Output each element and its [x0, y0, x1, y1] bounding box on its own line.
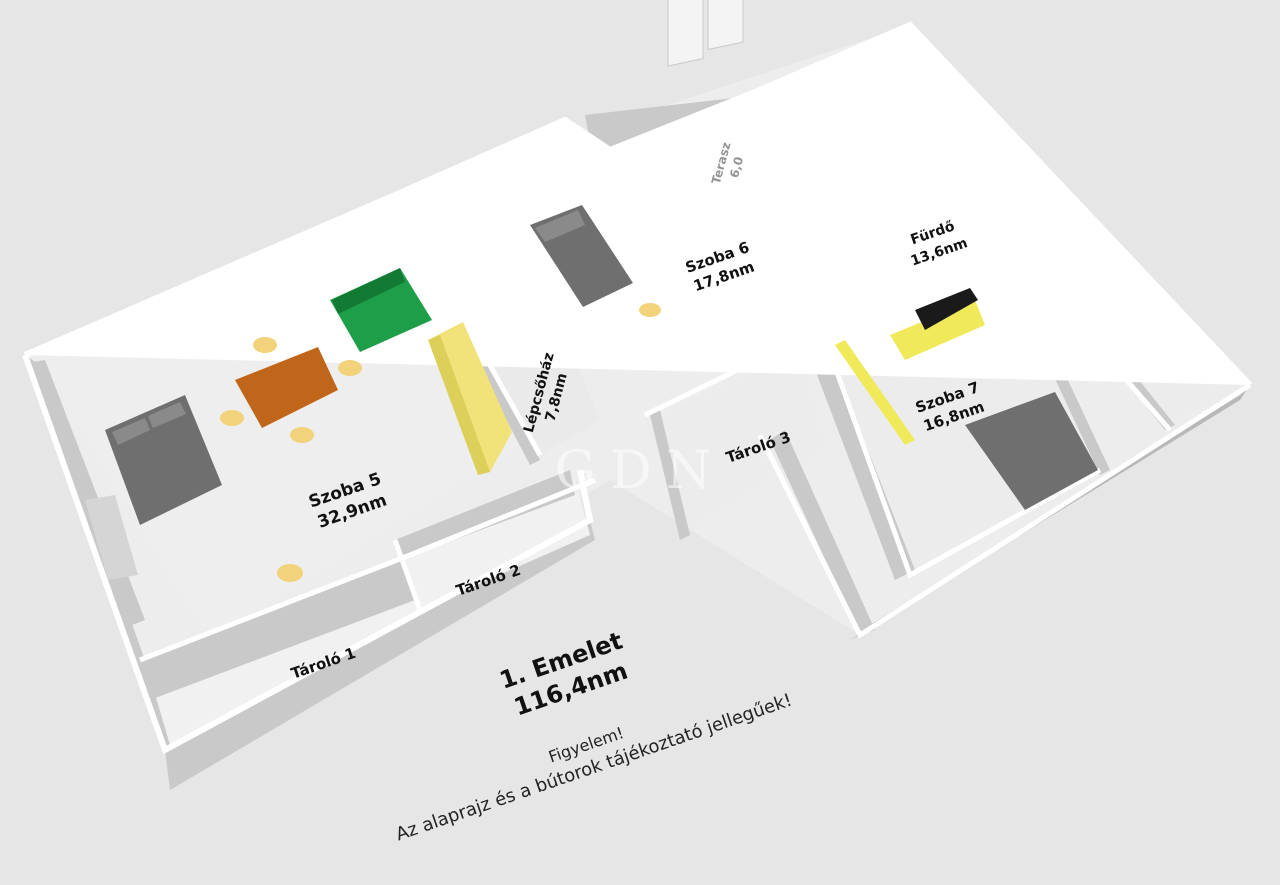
dining-table	[235, 347, 338, 428]
bed-szoba5	[105, 395, 222, 525]
terasz-door-right	[707, 0, 744, 51]
wardrobe	[428, 322, 512, 475]
room-tarolo2-floor	[400, 480, 590, 610]
room-tarolo3-rightwall	[770, 430, 875, 635]
room-szoba5-window	[85, 495, 138, 580]
chairs-szoba5	[220, 337, 362, 582]
watermark: GDN	[555, 441, 726, 501]
note-line2: Az alaprajz és a bútorok tájékoztató jel…	[393, 690, 795, 846]
chair-szoba6	[639, 303, 661, 317]
outer-wall-bottom-left	[165, 520, 595, 790]
room-tarolo3-wall	[650, 410, 690, 540]
room-tarolo3-floor	[645, 350, 830, 530]
room-szoba7-leftwall	[800, 328, 915, 580]
bed-szoba6	[530, 205, 633, 307]
sofa	[330, 268, 432, 352]
room-tarolo2-wall	[395, 470, 575, 560]
room-tarolo1-wall	[140, 555, 415, 700]
tv-szoba7	[915, 288, 978, 330]
bed-szoba7	[965, 392, 1098, 510]
wall-tops	[22, 21, 1253, 755]
label-terasz-area: 6,0	[727, 155, 746, 179]
desk-szoba7	[890, 300, 985, 360]
terasz-door-left	[667, 0, 704, 67]
shelf-szoba7	[835, 340, 915, 445]
